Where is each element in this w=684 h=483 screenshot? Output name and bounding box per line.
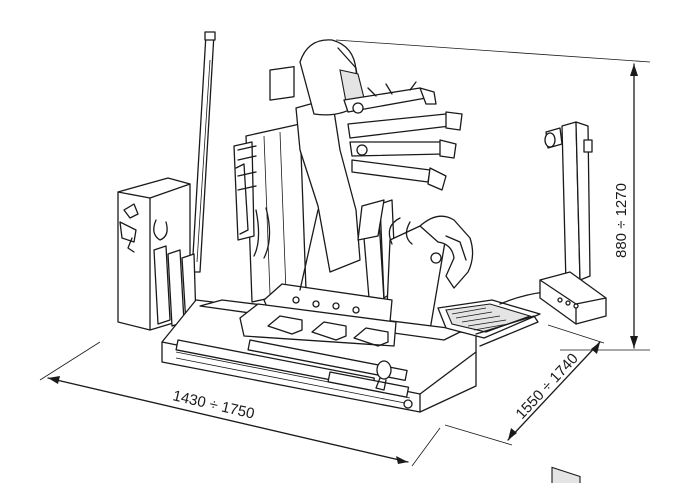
height-dimension: 880 ÷ 1270 — [335, 39, 651, 351]
sliding-frame — [239, 283, 397, 347]
depth-label: 1550 ÷ 1740 — [512, 350, 581, 423]
base-cylinders — [175, 339, 413, 409]
remote-control-stand — [539, 121, 607, 483]
height-label: 880 ÷ 1270 — [613, 183, 630, 258]
machine-column — [233, 123, 307, 303]
mount-lever — [191, 31, 216, 273]
treadplate — [437, 291, 547, 347]
tool-arm — [269, 39, 365, 273]
rear-post — [299, 199, 385, 291]
lifting-carriage — [361, 199, 474, 345]
clamp-arms — [343, 81, 463, 191]
width-label: 1430 ÷ 1750 — [171, 387, 256, 422]
